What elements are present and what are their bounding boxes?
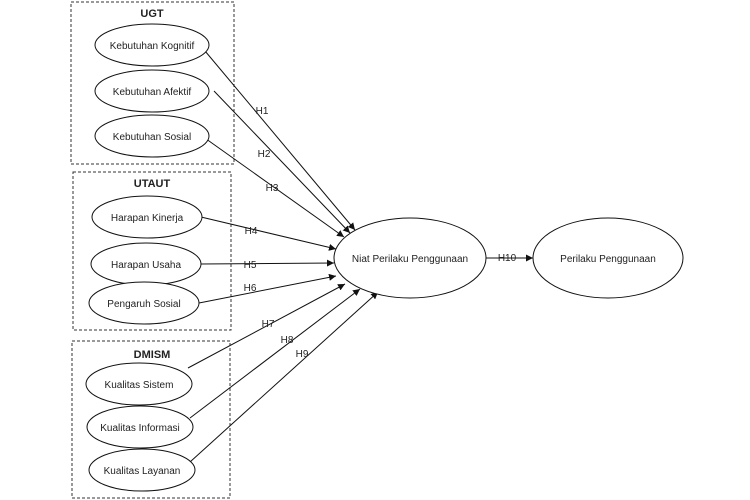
edge-label-h10: H10 (498, 253, 517, 264)
node-kualitas-informasi (86, 405, 194, 449)
edge-h4 (200, 216, 337, 251)
node-label-kebutuhan-afektif: Kebutuhan Afektif (113, 87, 192, 98)
group-box-ugt (70, 1, 235, 165)
edge-label-h6: H6 (244, 283, 257, 294)
node-kualitas-layanan (88, 448, 196, 492)
node-label-harapan-usaha: Harapan Usaha (111, 260, 181, 271)
edge-label-h9: H9 (296, 349, 309, 360)
group-box-dmism (71, 340, 231, 499)
node-label-perilaku-penggunaan: Perilaku Penggunaan (560, 254, 656, 265)
edge-h9 (189, 291, 379, 463)
node-label-kebutuhan-kognitif: Kebutuhan Kognitif (110, 41, 195, 52)
node-kebutuhan-sosial (94, 114, 210, 158)
edge-h8 (189, 288, 361, 419)
node-label-pengaruh-sosial: Pengaruh Sosial (107, 299, 180, 310)
edge-h2 (213, 90, 351, 234)
edge-label-h3: H3 (266, 183, 279, 194)
edge-h6 (198, 273, 337, 304)
node-kualitas-sistem (85, 362, 193, 406)
node-label-kualitas-sistem: Kualitas Sistem (105, 380, 174, 391)
edge-h7 (187, 283, 346, 369)
group-title-dmism: DMISM (134, 349, 171, 361)
node-niat-perilaku-penggunaan (333, 217, 487, 299)
edge-label-h8: H8 (281, 335, 294, 346)
edge-label-h7: H7 (262, 319, 275, 330)
node-perilaku-penggunaan (532, 217, 684, 299)
node-label-harapan-kinerja: Harapan Kinerja (111, 213, 184, 224)
node-label-kualitas-informasi: Kualitas Informasi (100, 423, 179, 434)
node-kebutuhan-afektif (94, 69, 210, 113)
group-title-utaut: UTAUT (134, 178, 171, 190)
group-title-ugt: UGT (140, 8, 164, 20)
node-pengaruh-sosial (88, 281, 200, 325)
group-box-utaut (72, 171, 232, 331)
edge-h1 (199, 44, 356, 231)
node-kebutuhan-kognitif (94, 23, 210, 67)
node-label-kebutuhan-sosial: Kebutuhan Sosial (113, 132, 191, 143)
edge-h3 (201, 135, 345, 238)
edge-h5 (199, 259, 335, 267)
edge-label-h4: H4 (245, 226, 258, 237)
edge-label-h5: H5 (244, 260, 257, 271)
edge-label-h1: H1 (256, 106, 269, 117)
edge-label-h2: H2 (258, 149, 271, 160)
node-label-kualitas-layanan: Kualitas Layanan (104, 466, 181, 477)
node-label-niat-perilaku-penggunaan: Niat Perilaku Penggunaan (352, 254, 468, 265)
node-harapan-kinerja (91, 195, 203, 239)
